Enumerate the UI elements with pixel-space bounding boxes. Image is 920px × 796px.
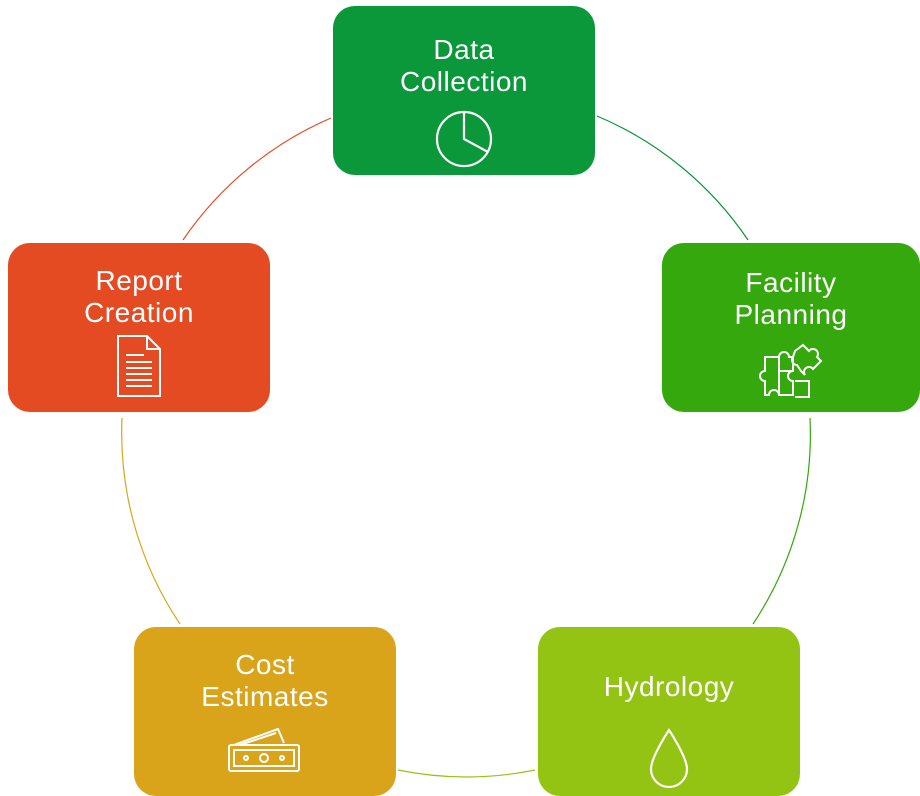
arc-data-to-facility bbox=[596, 115, 749, 241]
step-label: Report Creation bbox=[84, 265, 194, 328]
step-label: Data Collection bbox=[400, 34, 528, 97]
step-report-creation[interactable]: Report Creation bbox=[8, 243, 270, 412]
document-icon bbox=[117, 335, 161, 397]
step-label: Cost Estimates bbox=[201, 649, 329, 712]
step-hydrology[interactable]: Hydrology bbox=[538, 627, 800, 796]
arc-report-to-data bbox=[182, 117, 332, 241]
money-icon bbox=[228, 727, 300, 772]
arc-facility-to-hydrology bbox=[752, 417, 811, 625]
step-label: Hydrology bbox=[603, 671, 735, 702]
puzzle-icon bbox=[759, 343, 823, 398]
pie-chart-icon bbox=[435, 110, 493, 168]
step-facility-planning[interactable]: Facility Planning bbox=[662, 243, 920, 412]
step-data-collection[interactable]: Data Collection bbox=[333, 6, 595, 175]
step-label: Facility Planning bbox=[734, 267, 848, 330]
arc-cost-to-report bbox=[121, 417, 181, 625]
arc-hydrology-to-cost bbox=[397, 769, 536, 778]
step-cost-estimates[interactable]: Cost Estimates bbox=[134, 627, 396, 796]
water-drop-icon bbox=[649, 728, 689, 789]
